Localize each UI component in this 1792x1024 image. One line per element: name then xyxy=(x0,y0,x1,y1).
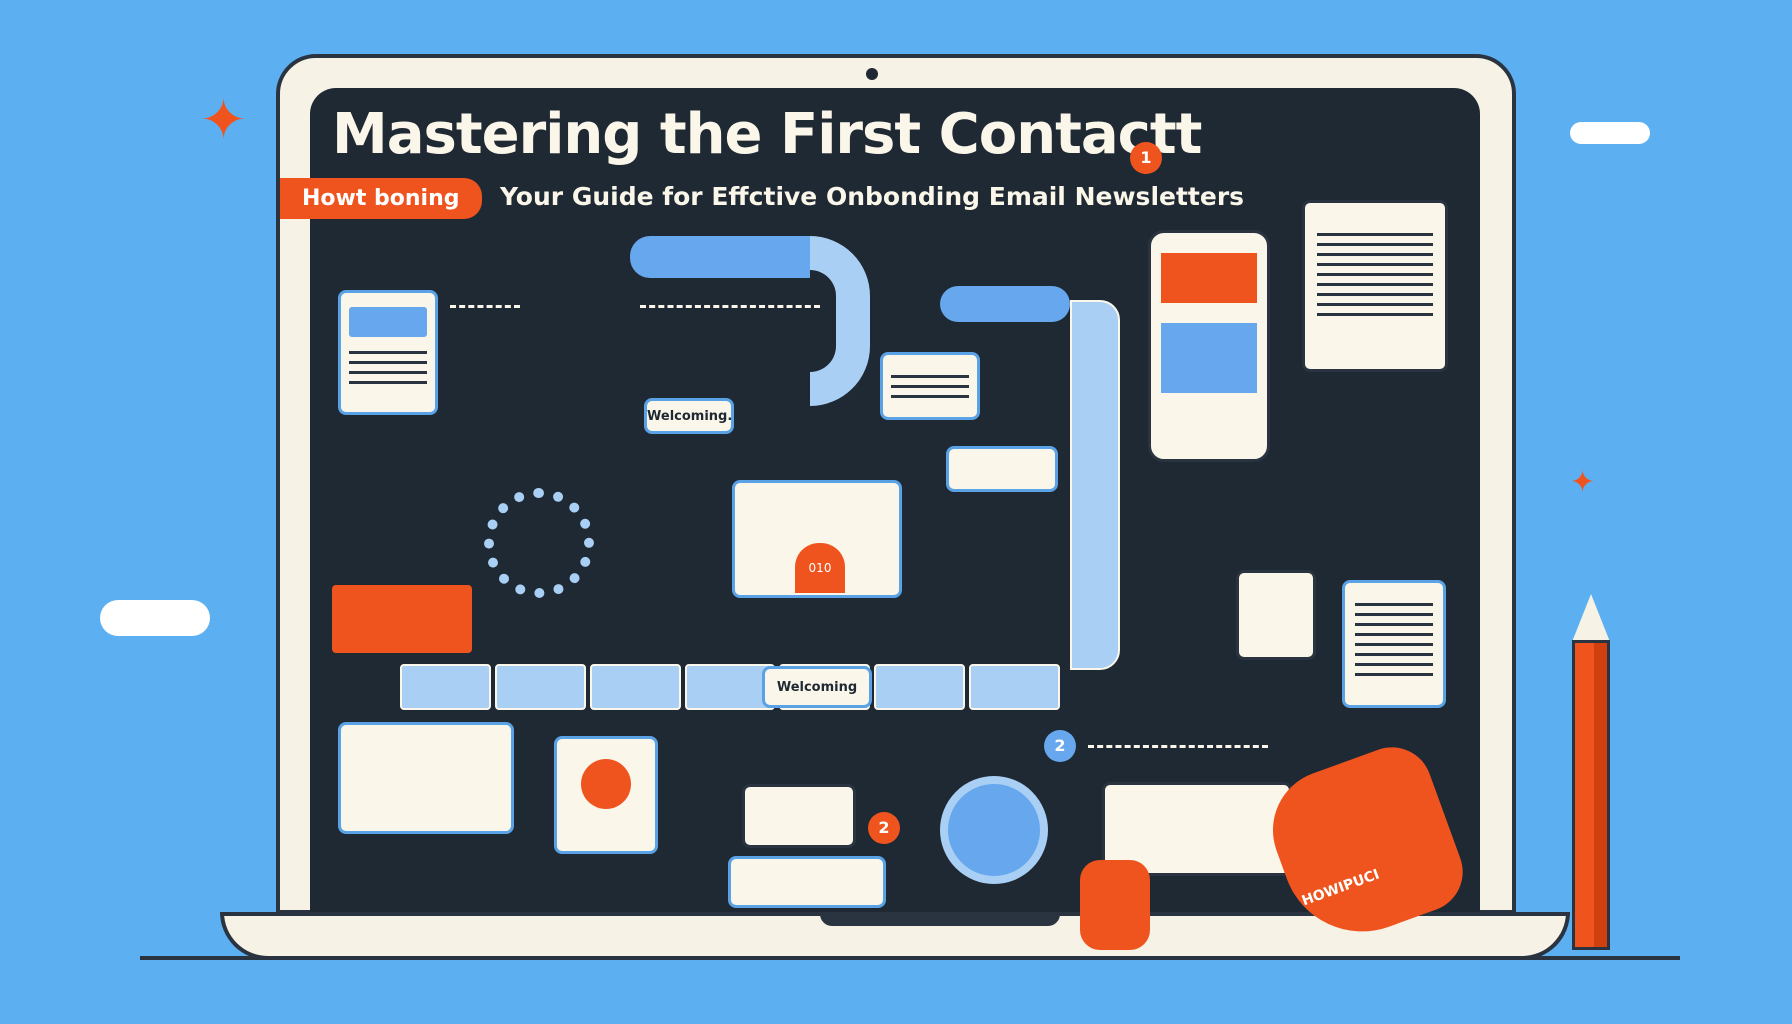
step-2b-marker: 2 xyxy=(868,812,900,844)
page-subtitle: Your Guide for Effctive Onbonding Email … xyxy=(500,182,1245,211)
step-2-marker: 2 xyxy=(1044,730,1076,762)
email-envelope-icon xyxy=(742,784,856,848)
step-1-marker: 1 xyxy=(1130,142,1162,174)
track-label-card: Welcoming xyxy=(762,666,872,708)
info-card xyxy=(880,352,980,420)
notepad-card xyxy=(338,290,438,415)
pencil-tip xyxy=(1572,594,1610,642)
target-icon xyxy=(484,488,594,598)
clock-icon xyxy=(940,776,1048,884)
checklist-card xyxy=(554,736,658,854)
left-hand-icon xyxy=(1080,860,1150,950)
ground-line xyxy=(140,956,1680,960)
envelope-icon xyxy=(1236,570,1316,660)
laptop-notch xyxy=(820,912,1060,926)
welcoming-card-label: Welcoming. xyxy=(647,409,733,424)
text-card-orange xyxy=(332,585,472,653)
profile-card: 010 xyxy=(732,480,902,598)
header-badge: Howt boning xyxy=(280,178,482,219)
arrow-connector xyxy=(450,305,520,308)
page-title: Mastering the First Contactt xyxy=(332,102,1202,167)
path-segment xyxy=(630,236,810,278)
profile-badge: 010 xyxy=(795,543,845,593)
open-book-icon xyxy=(1102,782,1292,876)
path-segment xyxy=(940,286,1070,322)
welcoming-card: Welcoming. xyxy=(644,398,734,434)
progress-track xyxy=(400,664,1061,710)
cloud-decoration xyxy=(100,600,210,636)
camera-icon xyxy=(866,68,878,80)
avatar-card xyxy=(338,722,514,834)
info-card xyxy=(946,446,1058,492)
pencil-icon xyxy=(1572,640,1610,950)
document-card xyxy=(1342,580,1446,708)
path-vertical xyxy=(1070,300,1120,670)
sparkle-icon: ✦ xyxy=(1570,465,1596,500)
clipboard-card xyxy=(1302,200,1448,372)
sparkle-icon: ✦ xyxy=(200,88,247,153)
cloud-decoration xyxy=(1570,122,1650,144)
phone-mockup xyxy=(1148,230,1270,462)
arrow-connector xyxy=(640,305,820,308)
note-card xyxy=(728,856,886,908)
arrow-connector xyxy=(1088,745,1268,748)
track-label: Welcoming xyxy=(776,680,858,695)
